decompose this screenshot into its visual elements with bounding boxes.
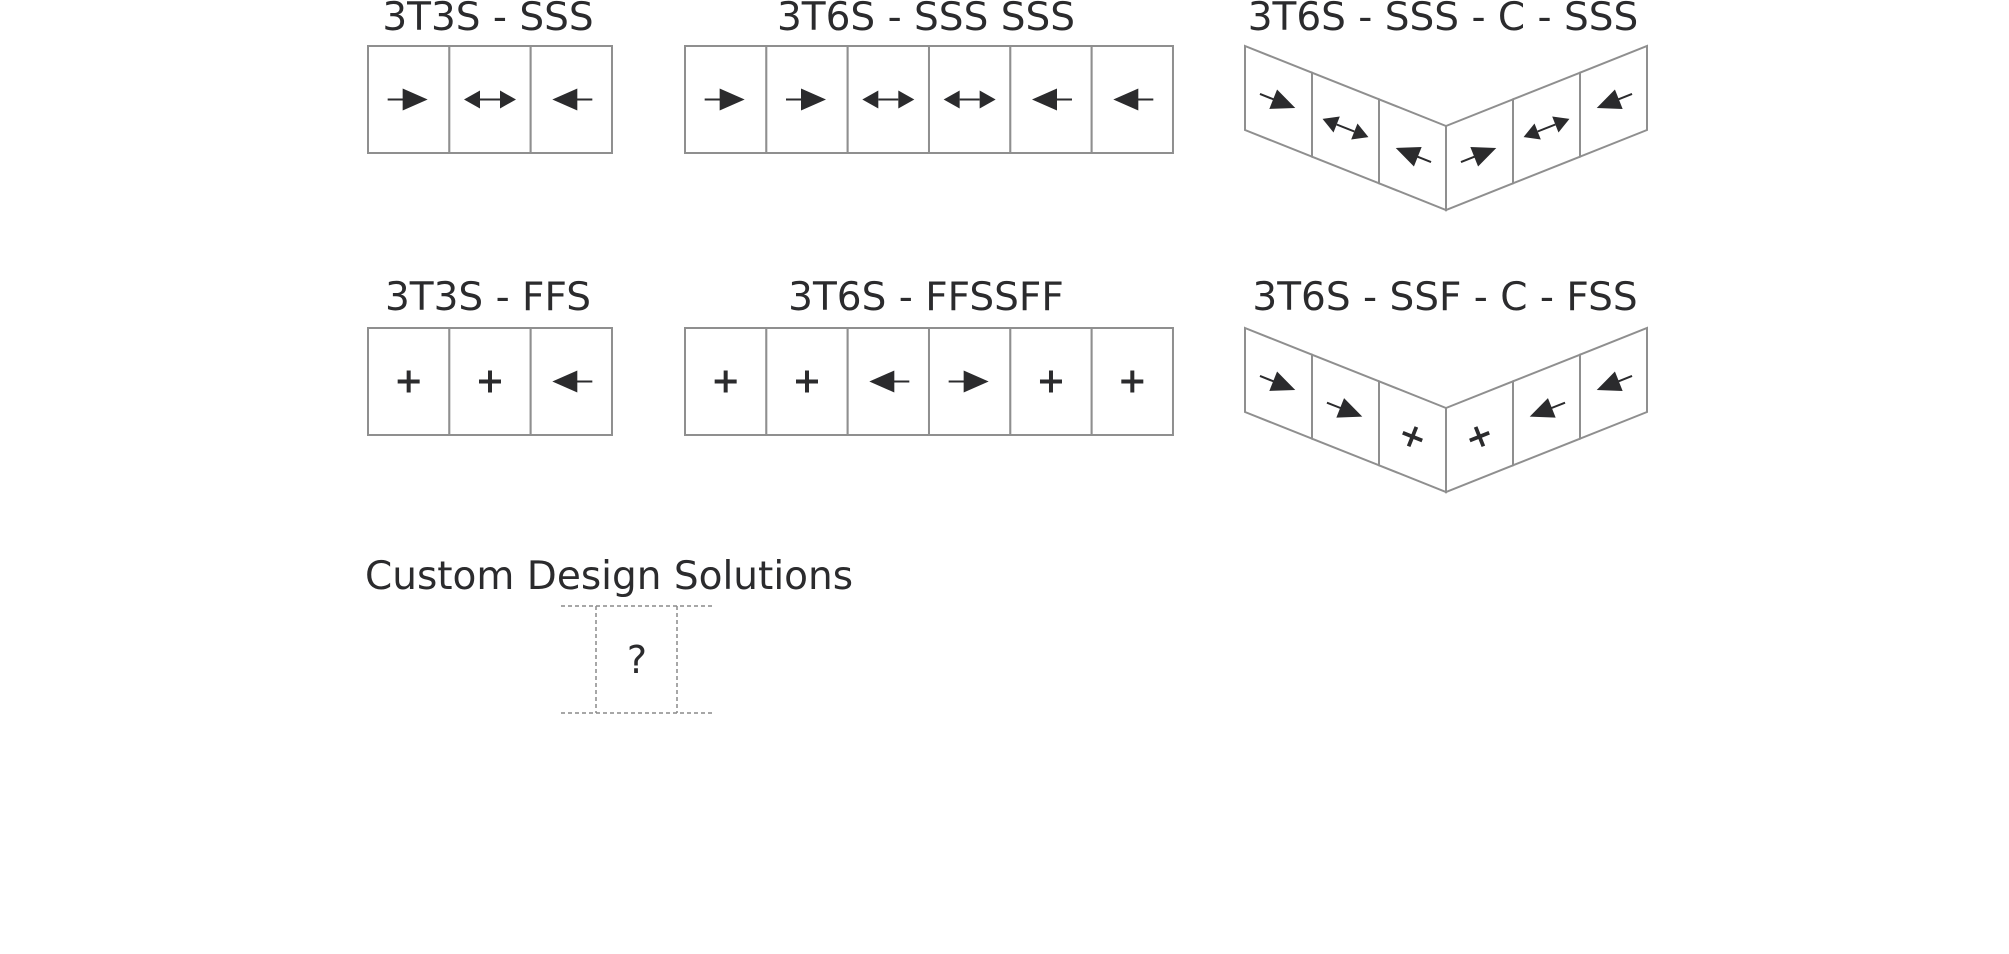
- door-panel: [1244, 326, 1313, 441]
- door-panel: [846, 327, 930, 436]
- arrow-left-icon: [1596, 371, 1633, 391]
- config-label: 3T6S - FFSSFF: [788, 275, 1064, 320]
- config-3t6s-ssf-c-fss: 3T6S - SSF - C - FSS: [1244, 275, 1648, 494]
- config-3t6s-sss-sss: 3T6S - SSS SSS: [684, 0, 1174, 154]
- door-panel: [1244, 44, 1313, 159]
- config-panels: [367, 45, 613, 154]
- door-panel: [1311, 71, 1380, 185]
- double-arrow-icon: [1523, 116, 1570, 140]
- door-panel: [1512, 71, 1581, 185]
- arrow-right-icon: [785, 88, 826, 111]
- door-panel: [1009, 327, 1093, 436]
- door-panel: [1090, 327, 1174, 436]
- config-3t3s-sss: 3T3S - SSS: [367, 0, 613, 154]
- door-panel: [367, 45, 451, 154]
- door-panel: [1579, 326, 1648, 441]
- double-arrow-icon: [1322, 116, 1369, 140]
- config-3t6s-sss-c-sss: 3T6S - SSS - C - SSS: [1244, 0, 1648, 212]
- config-label: 3T3S - FFS: [385, 275, 591, 320]
- plus-icon: [478, 370, 501, 393]
- door-panel: [684, 327, 768, 436]
- plus-icon: [714, 370, 737, 393]
- door-panel: [367, 327, 451, 436]
- door-panel: [1445, 97, 1514, 212]
- door-panel: [1579, 44, 1648, 159]
- config-label: 3T6S - SSS SSS: [777, 0, 1075, 40]
- arrow-left-icon: [1529, 398, 1566, 418]
- config-panels: [1244, 44, 1648, 212]
- custom-design-section: Custom Design Solutions ?: [365, 554, 853, 714]
- door-panel: [765, 327, 849, 436]
- door-panel: [1378, 379, 1447, 494]
- door-panel: [765, 45, 849, 154]
- double-arrow-icon: [862, 90, 915, 109]
- arrow-left-icon: [1395, 147, 1432, 167]
- arrow-right-icon: [1460, 147, 1497, 167]
- arrow-left-icon: [552, 370, 593, 393]
- arrow-right-icon: [704, 88, 745, 111]
- config-panels: [1244, 326, 1648, 494]
- door-panel: [448, 327, 532, 436]
- config-panels: [367, 327, 613, 436]
- arrow-left-icon: [552, 88, 593, 111]
- door-panel: [1090, 45, 1174, 154]
- config-label: 3T6S - SSS - C - SSS: [1248, 0, 1639, 40]
- arrow-right-icon: [1259, 89, 1296, 109]
- door-panel: [927, 327, 1012, 436]
- config-3t6s-ffssff: 3T6S - FFSSFF: [684, 275, 1174, 436]
- arrow-left-icon: [1113, 88, 1154, 111]
- arrow-right-icon: [948, 370, 989, 393]
- custom-title: Custom Design Solutions: [365, 554, 853, 599]
- arrow-left-icon: [1031, 88, 1072, 111]
- config-label: 3T3S - SSS: [382, 0, 593, 40]
- config-panels: [684, 327, 1174, 436]
- door-panel: [846, 45, 930, 154]
- double-arrow-icon: [463, 90, 516, 109]
- arrow-left-icon: [869, 370, 910, 393]
- door-panel: [448, 45, 532, 154]
- plus-icon: [1039, 370, 1062, 393]
- config-label: 3T6S - SSF - C - FSS: [1252, 275, 1637, 320]
- arrow-right-icon: [1259, 371, 1296, 391]
- config-panels: [684, 45, 1174, 154]
- question-mark-icon: ?: [627, 638, 647, 682]
- door-panel: [1512, 353, 1581, 467]
- door-panel: [1378, 97, 1447, 212]
- plus-icon: [1469, 426, 1490, 448]
- plus-icon: [1402, 426, 1423, 448]
- door-panel: [684, 45, 768, 154]
- plus-icon: [1121, 370, 1144, 393]
- arrow-right-icon: [1326, 398, 1363, 418]
- door-panel: [529, 327, 613, 436]
- door-panel: [529, 45, 613, 154]
- plus-icon: [397, 370, 420, 393]
- arrow-right-icon: [387, 88, 428, 111]
- door-panel: [1445, 379, 1514, 494]
- arrow-left-icon: [1596, 89, 1633, 109]
- door-panel: [1311, 353, 1380, 467]
- double-arrow-icon: [943, 90, 996, 109]
- door-panel: [1009, 45, 1093, 154]
- door-panel: [927, 45, 1012, 154]
- custom-panel-outline: [561, 605, 714, 714]
- plus-icon: [795, 370, 818, 393]
- config-3t3s-ffs: 3T3S - FFS: [367, 275, 613, 436]
